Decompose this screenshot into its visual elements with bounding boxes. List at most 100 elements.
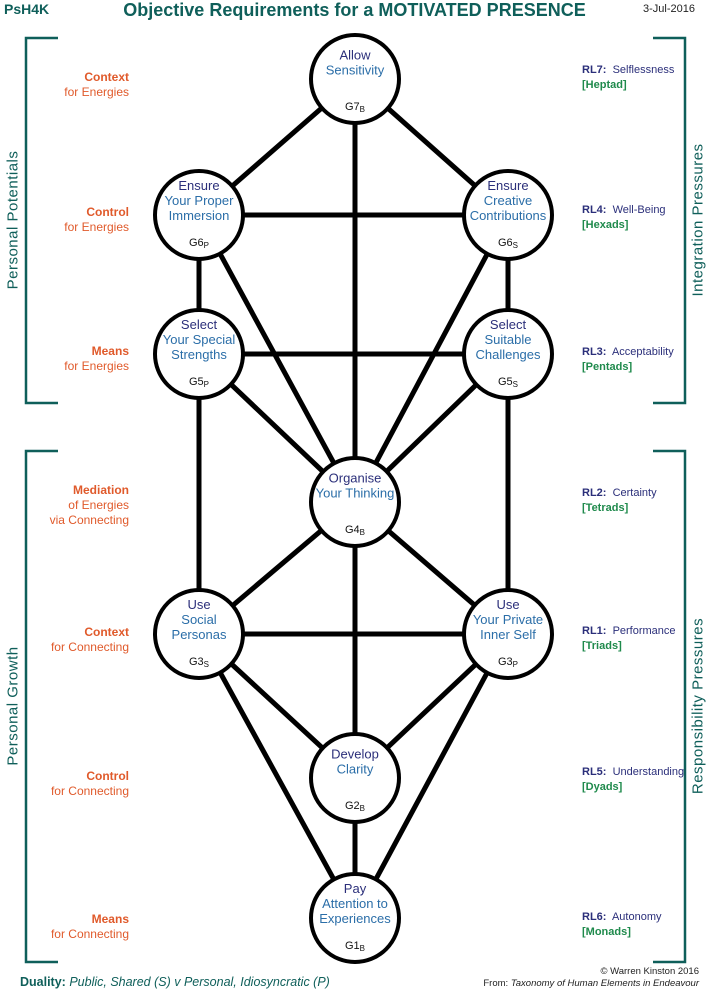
copyright: © Warren Kinston 2016 bbox=[600, 966, 699, 977]
node-label-line: Personas bbox=[172, 627, 227, 642]
right-label-level: RL6: bbox=[582, 911, 607, 923]
node-label-line: Use bbox=[187, 597, 210, 612]
duality-value: Public, Shared (S) v Personal, Idiosyncr… bbox=[69, 975, 330, 989]
left-label-key: Means bbox=[91, 344, 129, 358]
node-label-line: Experiences bbox=[319, 911, 391, 926]
right-label-text: Certainty bbox=[606, 487, 657, 499]
node-circle bbox=[153, 169, 245, 261]
node-circle bbox=[309, 456, 401, 548]
node-code: G3S bbox=[189, 656, 209, 669]
right-label-level: RL3: bbox=[582, 346, 607, 358]
node-code: G6P bbox=[189, 237, 209, 250]
right-label-group: [Monads] bbox=[582, 926, 631, 938]
node-label-line: Ensure bbox=[178, 178, 219, 193]
node-code: G5S bbox=[498, 376, 518, 389]
node-circle bbox=[153, 588, 245, 680]
right-label-5: RL5: Understanding [Dyads] bbox=[582, 765, 684, 795]
page-title: Objective Requirements for a MOTIVATED P… bbox=[123, 0, 586, 20]
node-label-line: Develop bbox=[331, 747, 379, 762]
left-label-text: for Energies bbox=[64, 85, 129, 99]
left-label-text: of Energies bbox=[68, 498, 129, 512]
right-label-group: [Tetrads] bbox=[582, 502, 629, 514]
right-label-text: Understanding bbox=[606, 766, 685, 778]
node-circle bbox=[309, 872, 401, 964]
node-label-line: Attention to bbox=[322, 896, 388, 911]
left-label-key: Mediation bbox=[73, 483, 129, 497]
node-label-line: Suitable bbox=[485, 332, 532, 347]
left-bottom-bracket bbox=[24, 449, 58, 964]
source: From: Taxonomy of Human Elements in Ende… bbox=[483, 978, 699, 990]
right-label-1: RL4: Well-Being[Hexads] bbox=[582, 203, 666, 233]
node-label-line: Select bbox=[181, 317, 218, 332]
node-label-line: Clarity bbox=[337, 762, 374, 777]
edge-G3S-G1 bbox=[196, 632, 358, 920]
left-label-text: for Connecting bbox=[50, 784, 129, 798]
node-label-line: Allow bbox=[339, 48, 371, 63]
left-label-text: for Energies bbox=[64, 220, 129, 234]
node-label-line: Pay bbox=[344, 881, 367, 896]
node-label-line: Your Proper bbox=[165, 193, 235, 208]
node-code: G3P bbox=[498, 656, 518, 669]
node-label-line: Contributions bbox=[470, 208, 547, 223]
node-label-line: Your Special bbox=[163, 332, 236, 347]
right-label-group: [Dyads] bbox=[582, 781, 623, 793]
node-label-line: Sensitivity bbox=[326, 63, 385, 78]
right-label-0: RL7: Selflessness[Heptad] bbox=[582, 63, 674, 93]
node-label-line: Select bbox=[490, 317, 527, 332]
right-label-level: RL7: bbox=[582, 64, 607, 76]
left-label-text: for Connecting bbox=[50, 640, 129, 654]
side-label-personal-potentials: Personal Potentials bbox=[4, 150, 22, 290]
node-circle bbox=[309, 732, 401, 824]
page-date: 3-Jul-2016 bbox=[643, 3, 695, 15]
source-prefix: From: bbox=[483, 978, 509, 989]
left-label-text: for Connecting bbox=[50, 927, 129, 941]
duality-key: Duality: bbox=[20, 975, 66, 989]
node-label-line: Use bbox=[496, 597, 519, 612]
right-label-level: RL1: bbox=[582, 625, 607, 637]
right-label-group: [Pentads] bbox=[582, 361, 633, 373]
node-label-line: Immersion bbox=[169, 208, 230, 223]
node-label-line: Strengths bbox=[171, 347, 227, 362]
right-label-3: RL2: Certainty [Tetrads] bbox=[582, 486, 657, 516]
left-label-key: Control bbox=[86, 769, 129, 783]
edge-G3P-G1 bbox=[352, 632, 511, 920]
node-circle bbox=[462, 169, 554, 261]
right-label-text: Autonomy bbox=[606, 911, 662, 923]
node-code: G4B bbox=[345, 524, 365, 537]
right-top-bracket bbox=[653, 36, 687, 405]
right-label-text: Performance bbox=[606, 625, 676, 637]
right-label-level: RL5: bbox=[582, 766, 607, 778]
node-label-line: Your Thinking bbox=[316, 486, 395, 501]
right-label-4: RL1: Performance[Triads] bbox=[582, 624, 676, 654]
right-label-text: Acceptability bbox=[606, 346, 674, 358]
left-label-key: Means bbox=[91, 912, 129, 926]
node-label-line: Creative bbox=[484, 193, 532, 208]
node-code: G1B bbox=[345, 940, 365, 953]
edge-G6S-G4 bbox=[352, 213, 511, 504]
right-label-text: Well-Being bbox=[606, 204, 666, 216]
right-label-2: RL3: Acceptability [Pentads] bbox=[582, 345, 674, 375]
left-label-text: via Connecting bbox=[49, 513, 129, 527]
edge-G6P-G4 bbox=[196, 213, 358, 504]
node-label-line: Organise bbox=[329, 471, 382, 486]
right-label-level: RL2: bbox=[582, 487, 607, 499]
right-label-level: RL4: bbox=[582, 204, 607, 216]
page-code: PsH4K bbox=[4, 1, 50, 17]
node-code: G6S bbox=[498, 237, 518, 250]
